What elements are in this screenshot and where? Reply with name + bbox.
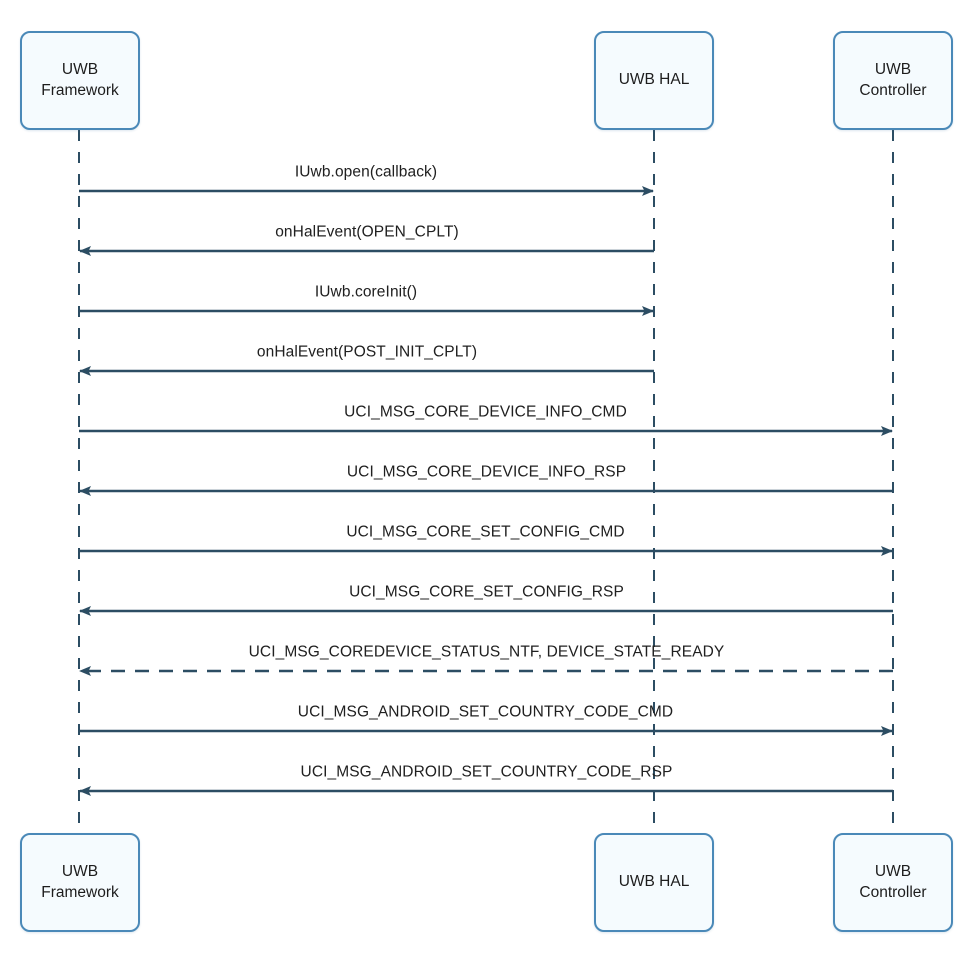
message-label-10: UCI_MSG_ANDROID_SET_COUNTRY_CODE_CMD: [297, 703, 674, 721]
participant-label-controller: UWB Controller: [859, 61, 927, 99]
message-label-2: onHalEvent(OPEN_CPLT): [275, 223, 459, 241]
message-label-11: UCI_MSG_ANDROID_SET_COUNTRY_CODE_RSP: [300, 763, 673, 781]
participant-label-framework: UWB Framework: [41, 863, 119, 901]
message-label-3: IUwb.coreInit(): [314, 283, 418, 301]
participant-label-controller: UWB Controller: [859, 863, 927, 901]
participant-foot-framework: UWB Framework: [20, 833, 140, 932]
message-label-4: onHalEvent(POST_INIT_CPLT): [256, 343, 478, 361]
participant-head-hal: UWB HAL: [594, 31, 714, 130]
lifelines-group: [78, 130, 894, 833]
participant-label-hal: UWB HAL: [618, 873, 690, 891]
participant-label-hal: UWB HAL: [618, 71, 690, 89]
message-label-6: UCI_MSG_CORE_DEVICE_INFO_RSP: [346, 463, 627, 481]
message-label-7: UCI_MSG_CORE_SET_CONFIG_CMD: [346, 523, 625, 541]
message-label-8: UCI_MSG_CORE_SET_CONFIG_RSP: [349, 583, 624, 601]
participant-head-framework: UWB Framework: [20, 31, 140, 130]
participant-foot-hal: UWB HAL: [594, 833, 714, 932]
message-label-1: IUwb.open(callback): [294, 163, 438, 181]
message-arrows-group: [79, 186, 893, 796]
participant-head-controller: UWB Controller: [833, 31, 953, 130]
participant-label-framework: UWB Framework: [41, 61, 119, 99]
message-label-9: UCI_MSG_COREDEVICE_STATUS_NTF, DEVICE_ST…: [248, 643, 725, 661]
message-label-5: UCI_MSG_CORE_DEVICE_INFO_CMD: [344, 403, 627, 421]
participant-foot-controller: UWB Controller: [833, 833, 953, 932]
